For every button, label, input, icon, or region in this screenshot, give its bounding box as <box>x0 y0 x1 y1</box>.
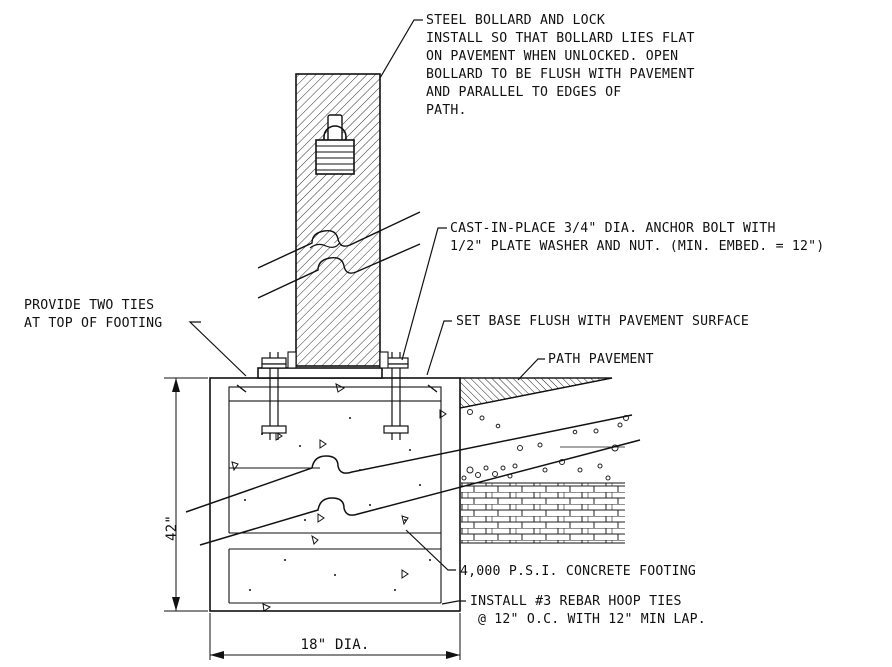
bollard-note-line-4: BOLLARD TO BE FLUSH WITH PAVEMENT <box>426 67 695 82</box>
width-dimension-label: 18" DIA. <box>300 637 369 653</box>
height-dimension <box>164 377 208 612</box>
bollard-note-line-5: AND PARALLEL TO EDGES OF <box>426 85 621 100</box>
leader-lines <box>188 19 545 605</box>
anchor-note-line-2: 1/2" PLATE WASHER AND NUT. (MIN. EMBED. … <box>450 239 824 254</box>
height-dimension-label: 42" <box>164 515 180 541</box>
footing-break-line <box>185 414 641 546</box>
subgrade-aggregate <box>461 409 629 544</box>
rebar-note-line-2: @ 12" O.C. WITH 12" MIN LAP. <box>478 612 706 627</box>
bollard-note-line-2: INSTALL SO THAT BOLLARD LIES FLAT <box>426 31 695 46</box>
pavement-note: PATH PAVEMENT <box>548 352 654 367</box>
bollard-note-line-3: ON PAVEMENT WHEN UNLOCKED. OPEN <box>426 49 678 64</box>
rebar-note-line-1: INSTALL #3 REBAR HOOP TIES <box>470 594 682 609</box>
ties-note-line-2: AT TOP OF FOOTING <box>24 316 162 331</box>
bollard-break-line <box>257 211 421 299</box>
anchor-note-line-1: CAST-IN-PLACE 3/4" DIA. ANCHOR BOLT WITH <box>450 221 776 236</box>
concrete-footing <box>209 352 461 612</box>
base-note: SET BASE FLUSH WITH PAVEMENT SURFACE <box>456 314 749 329</box>
width-dimension <box>209 613 461 660</box>
path-pavement <box>459 377 613 409</box>
bollard-note-line-6: PATH. <box>426 103 467 118</box>
ties-note-line-1: PROVIDE TWO TIES <box>24 298 154 313</box>
bollard-note-line-1: STEEL BOLLARD AND LOCK <box>426 13 605 28</box>
padlock-icon <box>315 114 355 175</box>
concrete-note: 4,000 P.S.I. CONCRETE FOOTING <box>460 564 696 579</box>
